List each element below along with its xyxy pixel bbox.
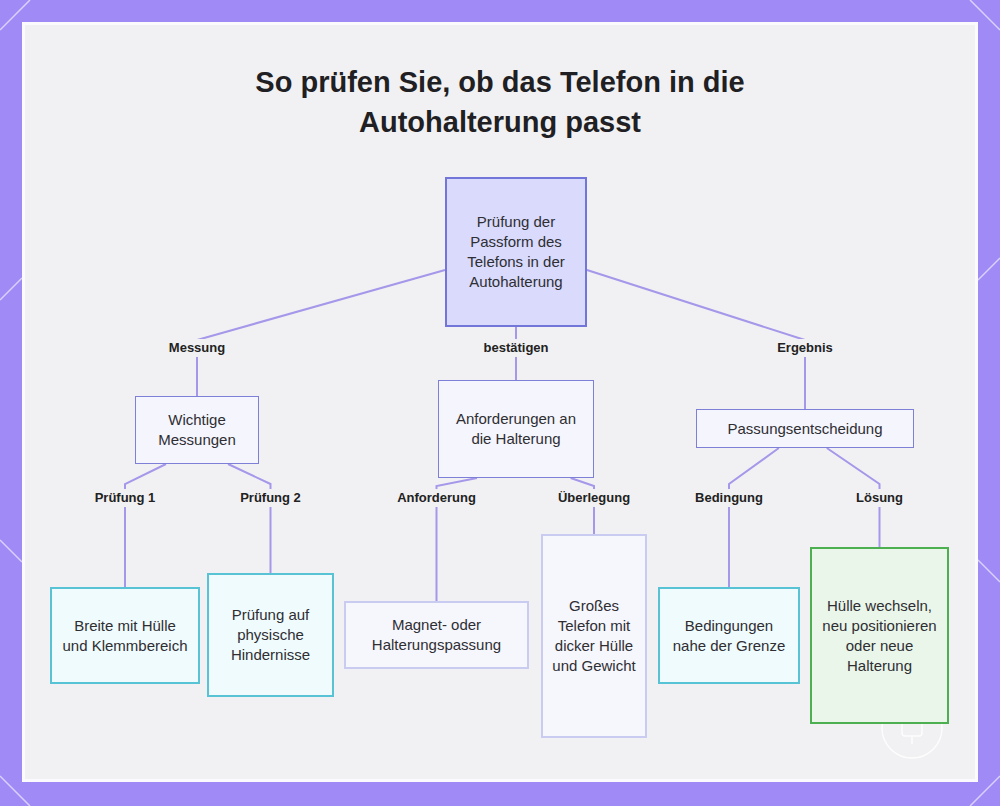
box-text: Bedingungen nahe der Grenze (668, 616, 790, 656)
connector-line (228, 464, 271, 573)
connector-line (197, 270, 445, 396)
box-text: Hülle wechseln, neu positionieren oder n… (820, 596, 939, 676)
edge-label: Ergebnis (774, 339, 836, 357)
edge-label: Überlegung (555, 489, 633, 507)
box-text: Breite mit Hülle und Klemmbereich (60, 616, 190, 656)
connector-line (729, 448, 779, 587)
connector-line (125, 464, 166, 587)
root-box: Prüfung der Passform des Telefons in der… (445, 177, 587, 327)
process-box: Wichtige Messungen (135, 396, 259, 464)
process-box: Prüfung auf physische Hindernisse (207, 573, 334, 697)
box-text: Anforderungen an die Halterung (447, 409, 585, 449)
process-box: Anforderungen an die Halterung (438, 380, 594, 478)
connector-line (587, 270, 805, 409)
edge-label: Prüfung 1 (92, 489, 159, 507)
box-text: Prüfung der Passform des Telefons in der… (455, 212, 577, 292)
process-box: Bedingungen nahe der Grenze (658, 587, 800, 684)
edge-label: Bedingung (692, 489, 766, 507)
process-box: Breite mit Hülle und Klemmbereich (50, 587, 200, 684)
edge-label: Anforderung (394, 489, 479, 507)
edge-label: Messung (166, 339, 228, 357)
diagram-title: So prüfen Sie, ob das Telefon in die Aut… (200, 62, 800, 142)
edge-label: bestätigen (480, 339, 551, 357)
edge-label: Prüfung 2 (237, 489, 304, 507)
box-text: Magnet- oder Halterungspassung (354, 615, 519, 655)
edge-label: Lösung (853, 489, 906, 507)
process-box: Magnet- oder Halterungspassung (344, 601, 529, 669)
box-text: Passungsentscheidung (727, 419, 882, 439)
box-text: Wichtige Messungen (144, 410, 250, 450)
process-box: Passungsentscheidung (696, 409, 914, 448)
box-text: Prüfung auf physische Hindernisse (217, 605, 324, 665)
process-box: Großes Telefon mit dicker Hülle und Gewi… (541, 534, 647, 738)
process-box: Hülle wechseln, neu positionieren oder n… (810, 547, 949, 724)
box-text: Großes Telefon mit dicker Hülle und Gewi… (551, 596, 637, 676)
